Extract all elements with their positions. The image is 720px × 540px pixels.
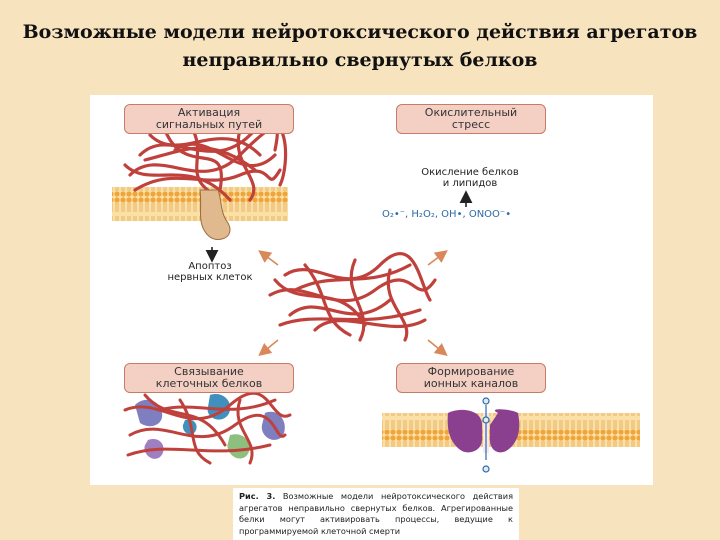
oxidative-text-2: стресс xyxy=(451,118,491,131)
figure-caption: Рис. 3. Возможные модели нейротоксическо… xyxy=(233,488,519,540)
label-ion-channel-formation: Формирование ионных каналов xyxy=(396,363,546,393)
aggregate-top-left xyxy=(123,121,288,202)
label-signaling-activation: Активация сигнальных путей xyxy=(124,104,294,134)
activation-text-1: Активация xyxy=(177,106,241,119)
protein-oxidation-text-1: Окисление белков xyxy=(421,167,519,178)
ion-flow xyxy=(482,397,490,473)
label-protein-oxidation: Окисление белков и липидов xyxy=(390,167,550,189)
title-line-2: неправильно свернутых белков xyxy=(182,49,538,71)
label-oxidative-stress: Окислительный стресс xyxy=(396,104,546,134)
label-reactive-oxygen-species: O₂•⁻, H₂O₂, OH•, ONOO⁻• xyxy=(382,209,512,220)
slide-title: Возможные модели нейротоксического дейст… xyxy=(0,18,720,74)
label-apoptosis: Апоптоз нервных клеток xyxy=(140,261,280,283)
aggregate-center xyxy=(268,252,437,342)
apoptosis-text-2: нервных клеток xyxy=(167,272,253,283)
caption-figure-number: Рис. 3. xyxy=(239,491,276,501)
title-line-1: Возможные модели нейротоксического дейст… xyxy=(22,21,698,43)
caption-text: Возможные модели нейротоксического дейст… xyxy=(239,491,513,536)
binding-text-2: клеточных белков xyxy=(155,377,263,390)
signaling-receptor xyxy=(199,189,231,240)
apoptosis-text-1: Апоптоз xyxy=(188,261,232,272)
activation-text-2: сигнальных путей xyxy=(155,118,263,131)
label-cellular-binding: Связывание клеточных белков xyxy=(124,363,294,393)
oxidative-text-1: Окислительный xyxy=(424,106,518,119)
ion-channel xyxy=(447,409,520,453)
binding-text-1: Связывание xyxy=(174,365,244,378)
pathway-arrows xyxy=(258,250,448,357)
pore-text-2: ионных каналов xyxy=(423,377,519,390)
pore-text-1: Формирование xyxy=(427,365,515,378)
neurotoxicity-figure: Активация сигнальных путей Окислительный… xyxy=(90,95,653,485)
figure-illustration xyxy=(112,121,640,473)
aggregate-bottom-left xyxy=(123,391,292,465)
protein-oxidation-text-2: и липидов xyxy=(442,178,498,189)
